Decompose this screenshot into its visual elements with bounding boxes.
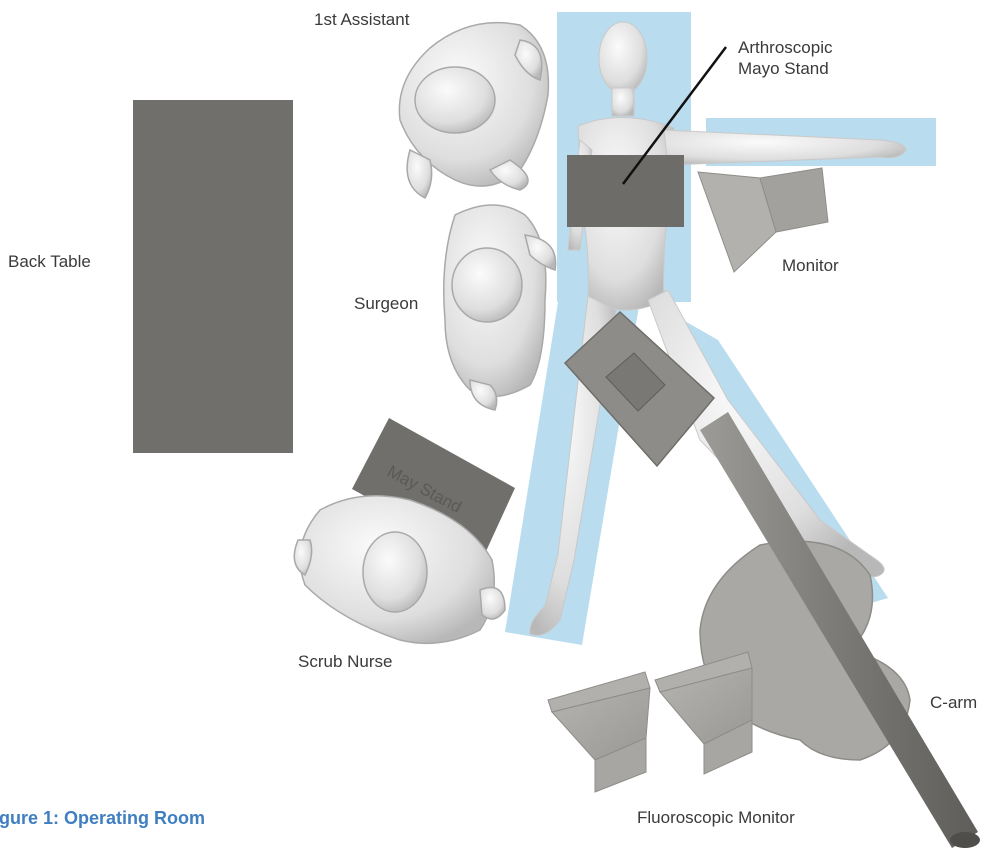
label-arthroscopic-line1: Arthroscopic: [738, 38, 832, 58]
arthroscopic-mayo-stand: [567, 155, 684, 227]
label-back-table: Back Table: [8, 252, 91, 272]
label-first-assistant: 1st Assistant: [314, 10, 409, 30]
label-monitor: Monitor: [782, 256, 839, 276]
fluoroscopic-monitor-left: [548, 672, 650, 792]
figure-caption: igure 1: Operating Room: [0, 808, 205, 829]
label-surgeon: Surgeon: [354, 294, 418, 314]
label-c-arm: C-arm: [930, 693, 977, 713]
patient-neck: [612, 88, 634, 116]
label-scrub-nurse: Scrub Nurse: [298, 652, 392, 672]
patient-head: [599, 22, 647, 94]
label-arthroscopic-line2: Mayo Stand: [738, 59, 829, 79]
surgeon-figure: [444, 205, 556, 410]
back-table: [133, 100, 293, 453]
label-fluoroscopic-monitor: Fluoroscopic Monitor: [637, 808, 795, 828]
first-assistant-figure: [399, 23, 548, 198]
fluoroscopic-monitor-right: [655, 652, 752, 774]
